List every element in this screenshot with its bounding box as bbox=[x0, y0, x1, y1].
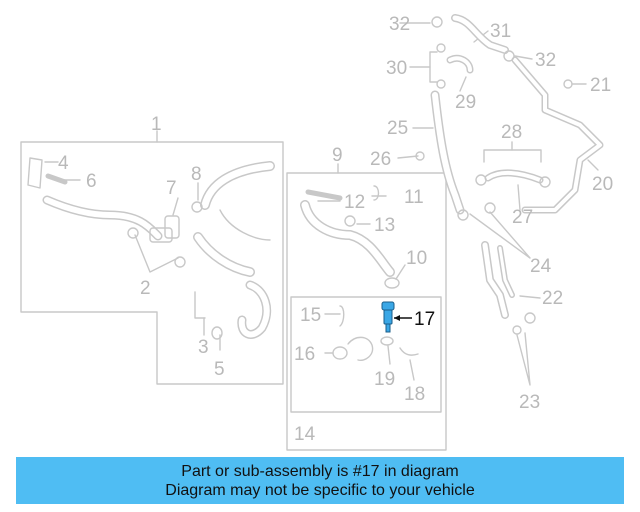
group-1-outline bbox=[20, 141, 284, 385]
callout-31[interactable]: 31 bbox=[490, 21, 511, 42]
callout-12[interactable]: 12 bbox=[344, 192, 365, 213]
callout-24[interactable]: 24 bbox=[530, 256, 552, 277]
callout-8[interactable]: 8 bbox=[191, 164, 202, 185]
callout-28[interactable]: 28 bbox=[501, 122, 522, 143]
callout-9[interactable]: 9 bbox=[332, 145, 343, 166]
callout-21[interactable]: 21 bbox=[590, 75, 611, 96]
callout-4[interactable]: 4 bbox=[58, 153, 69, 174]
callout-2[interactable]: 2 bbox=[140, 278, 151, 299]
callout-6[interactable]: 6 bbox=[86, 171, 97, 192]
banner-line-1: Part or sub-assembly is #17 in diagram bbox=[181, 462, 459, 480]
callout-18[interactable]: 18 bbox=[404, 384, 425, 405]
callout-3[interactable]: 3 bbox=[198, 337, 209, 358]
callout-1[interactable]: 1 bbox=[151, 114, 162, 135]
callout-26[interactable]: 26 bbox=[370, 149, 391, 170]
callout-5[interactable]: 5 bbox=[214, 359, 225, 380]
callout-13[interactable]: 13 bbox=[374, 215, 395, 236]
callout-15[interactable]: 15 bbox=[300, 305, 321, 326]
info-banner: Part or sub-assembly is #17 in diagram D… bbox=[16, 457, 624, 504]
callout-29[interactable]: 29 bbox=[455, 92, 476, 113]
callout-22[interactable]: 22 bbox=[542, 288, 563, 309]
callout-20[interactable]: 20 bbox=[592, 174, 613, 195]
callout-25[interactable]: 25 bbox=[387, 118, 408, 139]
callout-19[interactable]: 19 bbox=[374, 369, 395, 390]
parts-diagram: 1 2 3 4 5 6 7 8 9 10 11 12 13 14 15 16 1… bbox=[20, 14, 613, 451]
callout-7[interactable]: 7 bbox=[166, 178, 177, 199]
callout-17[interactable]: 17 bbox=[414, 309, 435, 330]
callout-10[interactable]: 10 bbox=[406, 248, 427, 269]
callout-14[interactable]: 14 bbox=[294, 424, 316, 445]
group-9-outline bbox=[286, 172, 447, 451]
callout-27[interactable]: 27 bbox=[512, 207, 533, 228]
callout-16[interactable]: 16 bbox=[294, 344, 315, 365]
callout-32a[interactable]: 32 bbox=[389, 14, 410, 35]
callout-11[interactable]: 11 bbox=[404, 187, 424, 208]
callout-32b[interactable]: 32 bbox=[535, 50, 556, 71]
part-17-highlight bbox=[381, 301, 412, 333]
callout-30[interactable]: 30 bbox=[386, 58, 407, 79]
banner-line-2: Diagram may not be specific to your vehi… bbox=[165, 481, 475, 499]
group-14-outline bbox=[290, 296, 442, 413]
callout-23[interactable]: 23 bbox=[519, 392, 540, 413]
